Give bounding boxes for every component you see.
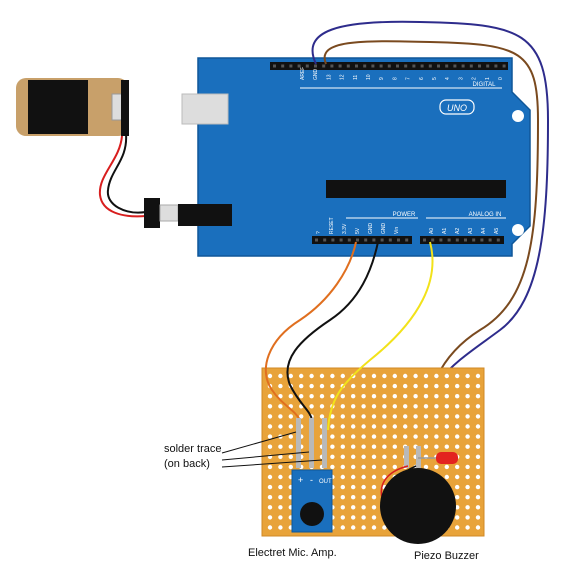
digital-label: DIGITAL [473, 82, 497, 88]
analog-pin-label-4: A4 [481, 228, 487, 234]
analog-pin-label-2: A2 [455, 228, 461, 234]
wire-orange-3v3 [264, 241, 357, 421]
electret-mic-amp: + - OUT [291, 469, 333, 533]
power-header [312, 236, 412, 244]
top-pin-label-1: GND [313, 69, 319, 81]
mic-out-label: OUT [319, 479, 332, 485]
battery-clip [121, 80, 129, 136]
top-pin-label-14: 1 [485, 77, 491, 80]
power-pin-label-5: GND [381, 223, 387, 235]
power-pin-label-3: 5V [355, 227, 361, 234]
atmega-chip [326, 180, 506, 198]
on-back-label: (on back) [164, 458, 210, 470]
top-pin-label-2: 13 [326, 74, 332, 80]
top-pin-label-8: 7 [406, 77, 412, 80]
top-pin-label-9: 6 [419, 77, 425, 80]
power-pin-label-4: GND [368, 223, 374, 235]
analog-pin-label-1: A1 [442, 228, 448, 234]
analog-label: ANALOG IN [469, 212, 502, 218]
battery-body [28, 80, 88, 134]
power-pin-label-1: RESET [329, 217, 335, 234]
analog-pin-label-0: A0 [429, 228, 435, 234]
power-pin-label-6: Vin [394, 227, 400, 234]
top-pin-label-13: 2 [472, 77, 478, 80]
solder-trace-label: solder trace [164, 443, 221, 455]
mic-amp-caption: Electret Mic. Amp. [248, 547, 337, 559]
callout-line-3 [221, 459, 323, 468]
uno-badge: UNO [447, 103, 467, 113]
top-pin-label-4: 11 [353, 75, 359, 80]
callout-line-1 [221, 431, 297, 454]
top-pin-label-3: 12 [340, 74, 346, 80]
top-pin-label-5: 10 [366, 74, 372, 80]
callout-line-2 [221, 451, 310, 461]
analog-pin-labels: A0 A1 A2 A3 A4 A5 [429, 228, 500, 234]
battery-wire-red [98, 135, 147, 218]
solder-traces [296, 418, 421, 468]
top-pin-label-0: AREF [300, 67, 306, 80]
wire-black-gnd [286, 241, 379, 421]
analog-header [420, 236, 504, 244]
top-pin-label-7: 8 [392, 77, 398, 80]
power-pin-label-0: ? [316, 231, 322, 234]
wire-yellow-a0 [327, 241, 434, 431]
analog-pin-label-3: A3 [468, 228, 474, 234]
mic-plus-label: + [298, 475, 303, 485]
top-pin-label-11: 4 [445, 77, 451, 80]
mic-minus-label: - [310, 475, 313, 485]
red-led [418, 452, 458, 464]
battery-9v [16, 78, 129, 136]
analog-pin-label-5: A5 [494, 228, 500, 234]
power-pin-labels: ? RESET 3.3V 5V GND GND Vin [316, 217, 400, 234]
top-pin-label-6: 9 [379, 77, 385, 80]
wire-brown-d13 [323, 40, 540, 451]
battery-wire-black [106, 133, 147, 214]
piezo-buzzer-disc [380, 468, 456, 544]
top-pin-label-10: 5 [432, 77, 438, 80]
power-pin-label-2: 3.3V [342, 223, 348, 234]
mic-capsule [300, 502, 324, 526]
top-pin-label-12: 3 [458, 77, 464, 80]
barrel-plug [144, 198, 179, 228]
power-label: POWER [393, 212, 416, 218]
top-pin-label-15: 0 [498, 77, 504, 80]
wire-blue-gnd [311, 20, 550, 451]
usb-port [181, 93, 229, 125]
piezo-caption: Piezo Buzzer [414, 550, 479, 562]
power-jack [178, 204, 232, 226]
